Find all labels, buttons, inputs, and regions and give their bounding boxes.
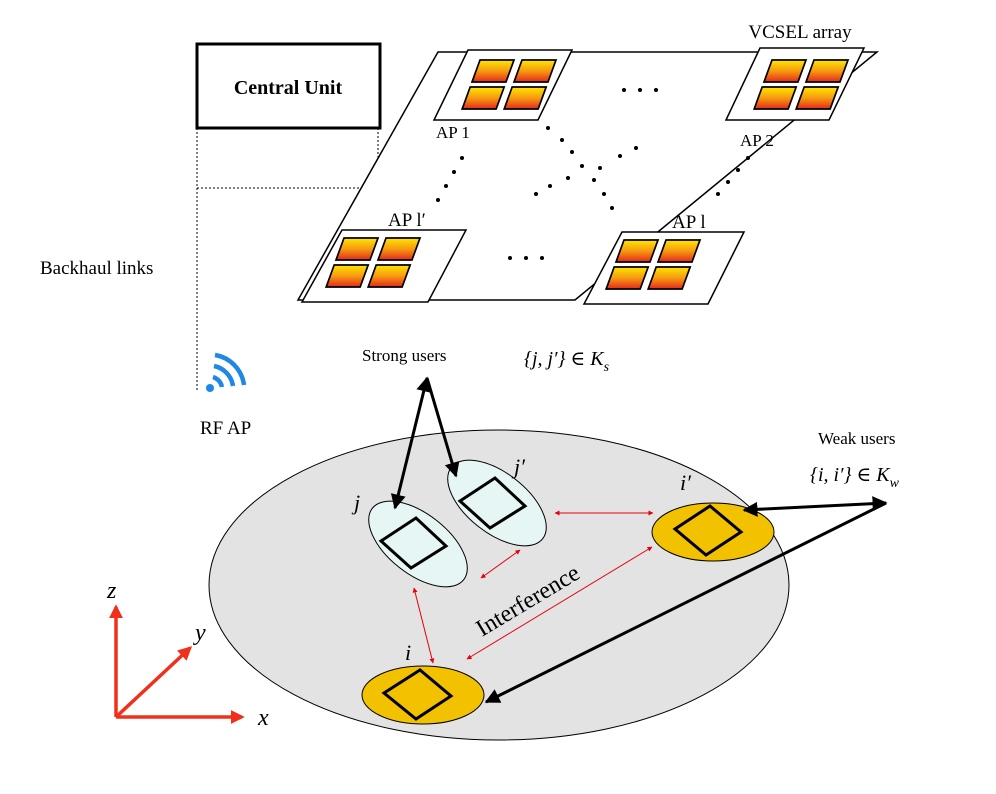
ap-lprime-label: AP l′ xyxy=(388,210,426,231)
ap-1-label: AP 1 xyxy=(436,123,470,142)
coordinate-axes xyxy=(109,604,245,724)
user-i-label: i xyxy=(405,640,411,665)
strong-users-set: {j, j′} ∈ Ks xyxy=(524,348,610,375)
ap-1-array xyxy=(432,49,574,121)
user-jprime-label: j′ xyxy=(511,454,526,479)
backhaul-label: Backhaul links xyxy=(40,258,153,279)
weak-user-i xyxy=(361,665,485,725)
strong-users-label: Strong users xyxy=(362,346,447,365)
strong-user-links xyxy=(390,376,460,510)
weak-users-set: {i, i′} ∈ Kw xyxy=(810,464,900,491)
axis-x-label: x xyxy=(257,705,269,731)
ap-l-label: AP l xyxy=(672,212,706,233)
weak-user-links xyxy=(484,496,888,704)
rf-wifi-icon xyxy=(206,352,247,392)
weak-users-label: Weak users xyxy=(818,429,895,448)
weak-user-iprime xyxy=(651,502,775,562)
axis-z-label: z xyxy=(106,578,117,604)
axis-y-label: y xyxy=(193,620,206,646)
rf-ap-label: RF AP xyxy=(200,418,251,439)
strong-user-j xyxy=(368,500,468,588)
ap-lprime-array xyxy=(300,229,468,303)
user-j-label: j xyxy=(351,490,360,515)
interference-arrows xyxy=(412,510,654,664)
user-iprime-label: i′ xyxy=(680,470,692,495)
ap-2-array xyxy=(724,47,866,121)
ellipsis-dots xyxy=(436,88,750,260)
ap-l-array xyxy=(582,231,746,305)
ap-2-label: AP 2 xyxy=(740,131,774,150)
vcsel-array-label: VCSEL array xyxy=(748,22,852,43)
central-unit-box xyxy=(195,42,382,130)
central-unit-label: Central Unit xyxy=(234,77,343,99)
